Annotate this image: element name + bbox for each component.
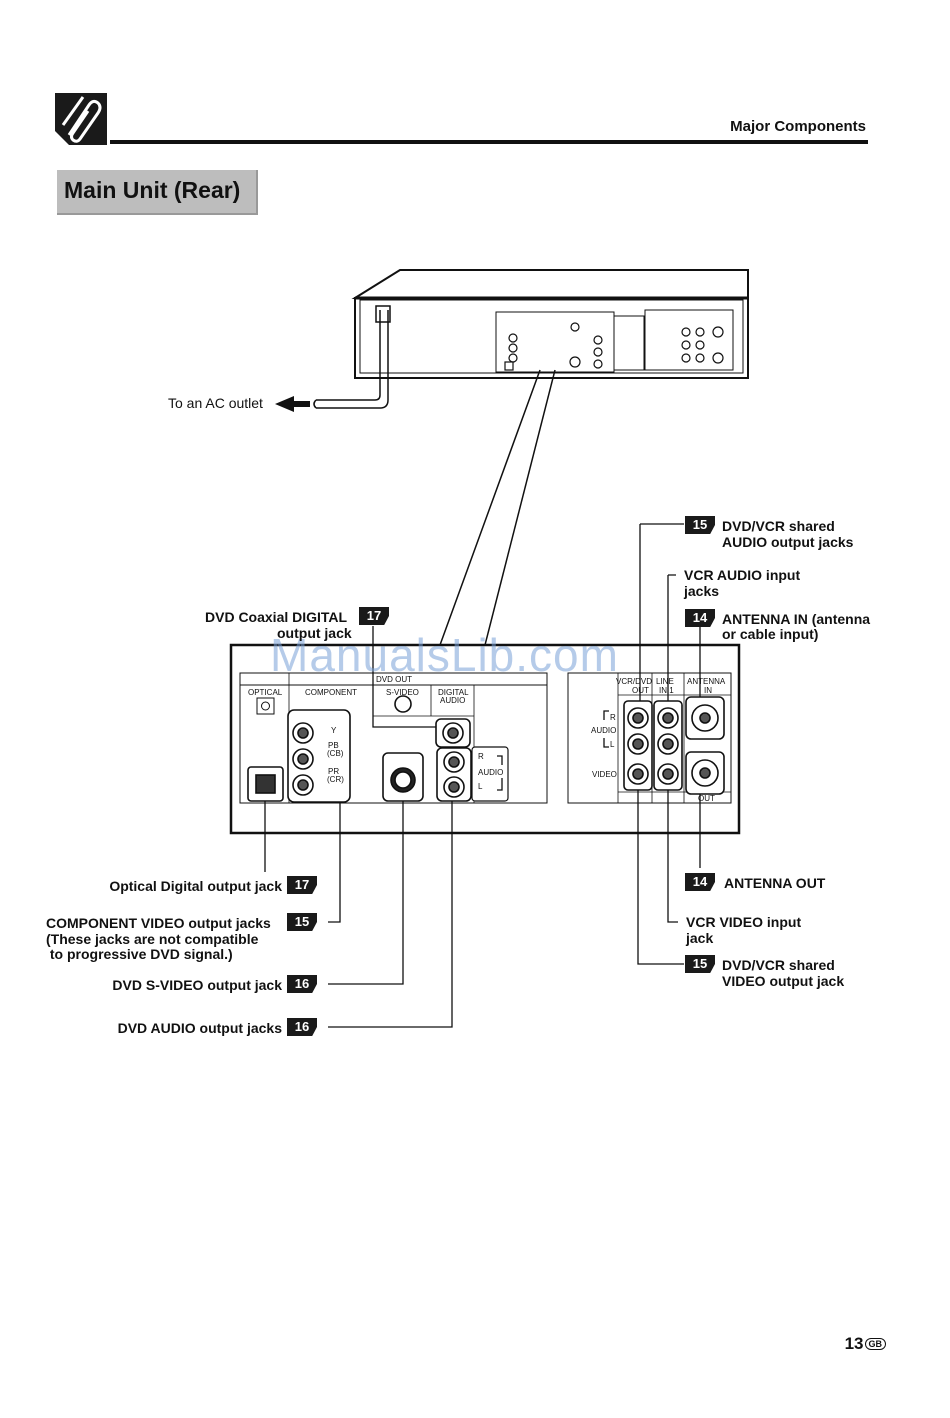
badge-14-antenna-in: 14 xyxy=(685,609,715,627)
panel-dvd-out-label: DVD OUT xyxy=(376,675,412,684)
panel-s-video-label: S-VIDEO xyxy=(386,688,419,697)
panel-video-label: VIDEO xyxy=(592,770,617,779)
s-video-label: DVD S-VIDEO output jack xyxy=(112,977,282,993)
paperclip-icon xyxy=(55,93,107,145)
panel-line-label: LINE xyxy=(656,677,674,686)
coaxial-label-2: output jack xyxy=(277,625,352,641)
panel-jacks xyxy=(247,695,725,803)
panel-pr-label: PR xyxy=(328,767,340,776)
coaxial-label-1: DVD Coaxial DIGITAL xyxy=(205,609,348,625)
panel-y-label: Y xyxy=(331,726,337,735)
title-box xyxy=(57,170,258,215)
panel-digital-label: DIGITAL xyxy=(438,688,469,697)
vcr-video-in-label-1: VCR VIDEO input xyxy=(686,914,802,930)
badge-16-dvd-audio: 16 xyxy=(287,1018,317,1036)
component-label-3: to progressive DVD signal.) xyxy=(46,946,233,962)
vcr-audio-in-label-1: VCR AUDIO input xyxy=(684,567,801,583)
badge-15-shared-video: 15 xyxy=(685,955,715,973)
leader-lines xyxy=(264,523,701,1028)
badge-17-optical: 17 xyxy=(287,876,317,894)
dvd-audio-label: DVD AUDIO output jacks xyxy=(117,1020,282,1036)
vcr-audio-in-label-2: jacks xyxy=(684,583,720,599)
unit-overview-jacks xyxy=(504,322,724,371)
shared-video-label-1: DVD/VCR shared xyxy=(722,957,835,973)
header-rule xyxy=(110,140,868,144)
panel-in1-label: IN 1 xyxy=(659,686,674,695)
badge-17-coaxial: 17 xyxy=(359,607,389,625)
section-title: Major Components xyxy=(730,118,866,135)
ac-outlet-label: To an AC outlet xyxy=(168,395,263,411)
badge-16-s-video: 16 xyxy=(287,975,317,993)
badge-15-shared-audio: 15 xyxy=(685,516,715,534)
badge-15-component: 15 xyxy=(287,913,317,931)
panel-pb-label: PB xyxy=(328,741,339,750)
shared-video-label-2: VIDEO output jack xyxy=(722,973,845,989)
panel-audio-label: AUDIO xyxy=(440,696,466,705)
panel-r-label: R xyxy=(478,752,484,761)
antenna-in-label-2: or cable input) xyxy=(722,626,819,642)
panel-vcr-out-label: OUT xyxy=(632,686,649,695)
panel-audio-label-dvd: AUDIO xyxy=(478,768,504,777)
component-label-1: COMPONENT VIDEO output jacks xyxy=(46,915,271,931)
panel-l2-label: L xyxy=(610,740,615,749)
panel-vcr-dvd-label: VCR/DVD xyxy=(616,677,653,686)
panel-component-label: COMPONENT xyxy=(305,688,357,697)
zoom-lines xyxy=(439,369,556,646)
panel-l-label: L xyxy=(478,782,483,791)
shared-audio-label-1: DVD/VCR shared xyxy=(722,518,835,534)
watermark: ManualsLib.com xyxy=(270,629,619,681)
panel-cr-label: (CR) xyxy=(327,775,344,784)
panel-cb-label: (CB) xyxy=(327,749,344,758)
panel-r2-label: R xyxy=(610,713,616,722)
shared-audio-label-2: AUDIO output jacks xyxy=(722,534,854,550)
unit-overview xyxy=(351,269,749,379)
panel-out-label: OUT xyxy=(698,794,715,803)
panel-audio2-label: AUDIO xyxy=(591,726,617,735)
optical-label: Optical Digital output jack xyxy=(109,878,282,894)
panel-antenna-label: ANTENNA xyxy=(687,677,726,686)
ac-arrow xyxy=(275,396,310,412)
antenna-out-label: ANTENNA OUT xyxy=(724,875,826,891)
component-label-2: (These jacks are not compatible xyxy=(46,931,259,947)
gb-badge: GB xyxy=(864,1338,886,1350)
panel-optical-label: OPTICAL xyxy=(248,688,283,697)
panel-in-label: IN xyxy=(704,686,712,695)
vcr-video-in-label-2: jack xyxy=(686,930,714,946)
badge-14-antenna-out: 14 xyxy=(685,873,715,891)
antenna-in-label-1: ANTENNA IN (antenna xyxy=(722,611,871,627)
page-number-value: 13 xyxy=(844,1334,864,1353)
ac-cord xyxy=(313,310,389,409)
page-title: Main Unit (Rear) xyxy=(64,177,241,203)
